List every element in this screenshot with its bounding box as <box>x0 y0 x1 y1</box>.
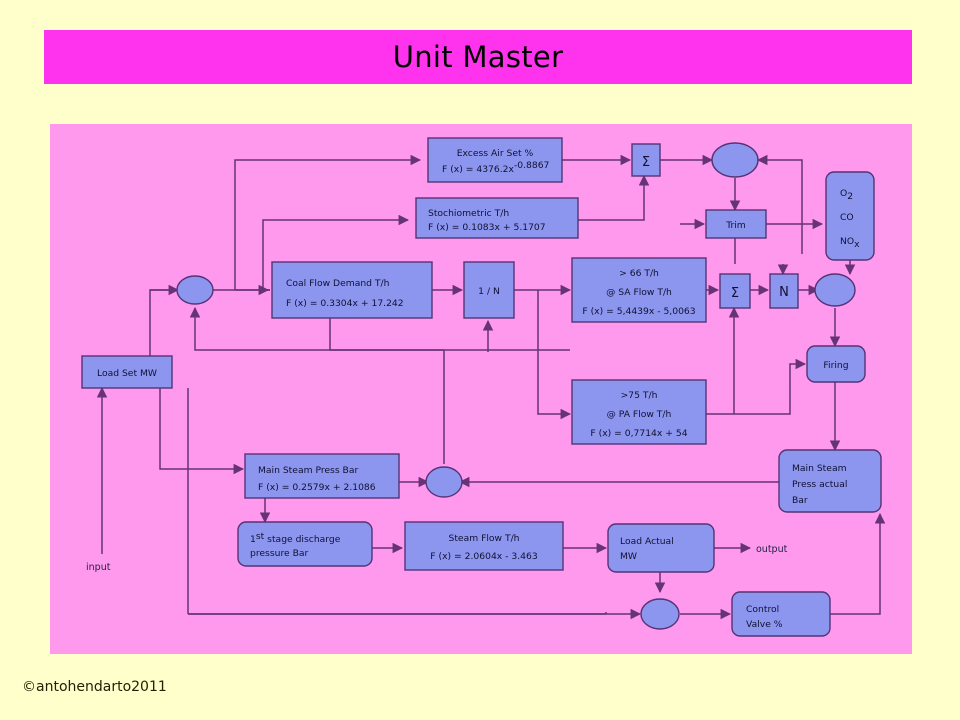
wire-coalflow-down-run <box>329 318 570 351</box>
sum-top-label: Σ <box>642 155 650 170</box>
steam-flow-box[interactable] <box>404 521 564 571</box>
junction-steam[interactable] <box>425 466 463 498</box>
title-banner: Unit Master <box>44 30 912 84</box>
wire-group <box>96 154 886 620</box>
sa-flow-line3: F (x) = 5,4439x - 5,0063 <box>582 306 695 317</box>
load-set-mw-box[interactable] <box>81 355 173 389</box>
sum-mid-label: Σ <box>731 286 739 301</box>
pa-flow-box[interactable] <box>571 379 707 445</box>
n-block-label: N <box>779 285 789 300</box>
sum-mid-box[interactable] <box>719 273 751 309</box>
node-coal-flow-demand[interactable]: Coal Flow Demand T/h F (x) = 0.3304x + 1… <box>271 261 433 319</box>
input-label: input <box>86 562 111 573</box>
co-label: CO <box>840 212 854 223</box>
node-main-steam-press-actual[interactable]: Main Steam Press actual Bar <box>778 449 882 513</box>
node-stochiometric[interactable]: Stochiometric T/h F (x) = 0.1083x + 5.17… <box>415 197 579 239</box>
pa-flow-line2: @ PA Flow T/h <box>607 409 672 420</box>
node-excess-air-set[interactable]: Excess Air Set % F (x) = 4376.2x-0.8867 <box>427 137 563 183</box>
o2-label: O2 <box>840 188 853 202</box>
wire-to-excess-air <box>234 154 422 290</box>
node-load-set-mw[interactable]: Load Set MW <box>81 355 173 389</box>
node-sa-flow[interactable]: > 66 T/h @ SA Flow T/h F (x) = 5,4439x -… <box>571 257 707 323</box>
excess-air-box[interactable] <box>427 137 563 183</box>
control-valve-line2: Valve % <box>746 619 783 630</box>
wire-oneovern-to-pa <box>537 350 558 415</box>
node-o2-co-nox[interactable]: O2 CO NOx <box>825 171 875 261</box>
coal-flow-formula: F (x) = 0.3304x + 17.242 <box>286 298 404 309</box>
copyright-notice: ©antohendarto2011 <box>22 679 167 695</box>
one-over-n-box[interactable] <box>463 261 515 319</box>
node-steam-flow[interactable]: Steam Flow T/h F (x) = 2.0604x - 3.463 <box>404 521 564 571</box>
stochiometric-formula: F (x) = 0.1083x + 5.1707 <box>428 222 546 233</box>
node-one-over-n[interactable]: 1 / N <box>463 261 515 319</box>
steam-flow-title: Steam Flow T/h <box>448 533 519 544</box>
wire-to-stochiometric <box>262 214 410 290</box>
excess-air-formula: F (x) = 4376.2x-0.8867 <box>442 160 550 175</box>
pa-flow-line3: F (x) = 0,7714x + 54 <box>590 428 687 439</box>
load-actual-line2: MW <box>620 551 637 562</box>
junction-air[interactable] <box>711 142 759 178</box>
coal-flow-box[interactable] <box>271 261 433 319</box>
stochiometric-box[interactable] <box>415 197 579 239</box>
node-main-steam-press[interactable]: Main Steam Press Bar F (x) = 0.2579x + 2… <box>244 453 400 499</box>
msp-title: Main Steam Press Bar <box>258 465 358 476</box>
msp-actual-box[interactable] <box>778 449 882 513</box>
sa-flow-line2: @ SA Flow T/h <box>606 287 672 298</box>
node-pa-flow[interactable]: >75 T/h @ PA Flow T/h F (x) = 0,7714x + … <box>571 379 707 445</box>
nox-label: NOx <box>840 236 860 250</box>
sum-top-box[interactable] <box>631 143 661 177</box>
pa-flow-line1: >75 T/h <box>621 390 658 401</box>
first-stage-line1: 1st stage discharge <box>250 531 341 545</box>
node-first-stage-discharge[interactable]: 1st stage discharge pressure Bar <box>237 521 373 567</box>
load-actual-box[interactable] <box>607 523 715 573</box>
wire-junctionsteam-to-junctionleft <box>189 306 444 351</box>
junction-fuel[interactable] <box>814 273 856 307</box>
node-sum-top[interactable]: Σ <box>631 143 661 177</box>
output-label: output <box>756 544 788 555</box>
msp-actual-line1: Main Steam <box>792 463 847 474</box>
wire-controlvalve-to-mspactual <box>830 512 886 615</box>
page-title: Unit Master <box>392 40 564 74</box>
node-sum-mid[interactable]: Σ <box>719 273 751 309</box>
one-over-n-label: 1 / N <box>478 286 500 297</box>
junction-left[interactable] <box>176 275 214 305</box>
stochiometric-title: Stochiometric T/h <box>428 208 509 219</box>
node-trim[interactable]: Trim <box>705 209 767 239</box>
sa-flow-line1: > 66 T/h <box>619 268 659 279</box>
node-control-valve[interactable]: Control Valve % <box>731 591 831 637</box>
trim-label: Trim <box>725 220 746 231</box>
wire-pa-to-firing <box>705 358 807 415</box>
firing-label: Firing <box>823 360 848 371</box>
node-firing[interactable]: Firing <box>806 345 866 383</box>
wire-feedback-to-junction-air <box>756 154 803 254</box>
first-stage-line2: pressure Bar <box>250 548 309 559</box>
coal-flow-title: Coal Flow Demand T/h <box>286 278 390 289</box>
wire-stochiometric-to-sumtop <box>578 174 650 221</box>
o2-co-nox-box[interactable] <box>825 171 875 261</box>
trim-box[interactable] <box>705 209 767 239</box>
n-block-box[interactable] <box>769 273 799 309</box>
unit-master-diagram: Load Set MW Excess Air Set % F (x) = 437… <box>81 137 886 637</box>
node-n-block[interactable]: N <box>769 273 799 309</box>
msp-actual-line2: Press actual <box>792 479 847 490</box>
wire-loadset-to-mainsteampress <box>159 388 245 475</box>
msp-formula: F (x) = 0.2579x + 2.1086 <box>258 482 376 493</box>
first-stage-box[interactable] <box>237 521 373 567</box>
wire-loadset-top-up <box>149 289 178 356</box>
control-valve-box[interactable] <box>731 591 831 637</box>
sa-flow-box[interactable] <box>571 257 707 323</box>
node-load-actual-mw[interactable]: Load Actual MW <box>607 523 715 573</box>
firing-box[interactable] <box>806 345 866 383</box>
excess-air-title: Excess Air Set % <box>457 148 534 159</box>
msp-actual-line3: Bar <box>792 495 808 506</box>
junction-valve[interactable] <box>640 598 680 630</box>
control-valve-line1: Control <box>746 604 779 615</box>
load-set-mw-label: Load Set MW <box>97 368 157 379</box>
msp-box[interactable] <box>244 453 400 499</box>
steam-flow-formula: F (x) = 2.0604x - 3.463 <box>430 551 538 562</box>
load-actual-line1: Load Actual <box>620 536 674 547</box>
diagram-panel: Load Set MW Excess Air Set % F (x) = 437… <box>50 124 912 654</box>
